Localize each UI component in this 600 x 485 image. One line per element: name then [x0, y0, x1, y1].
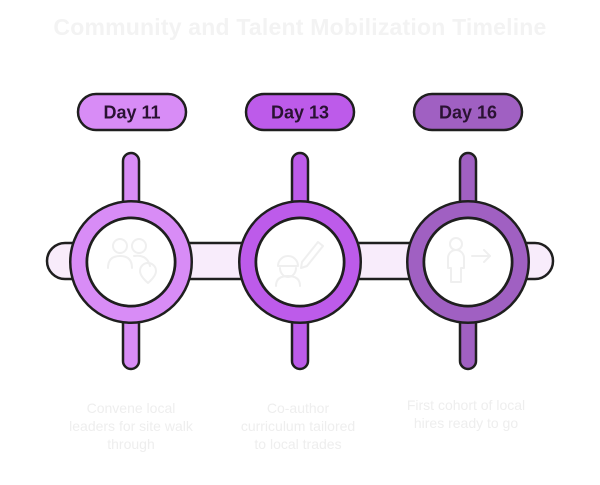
description-line: hires ready to go: [413, 415, 519, 431]
milestone-ring: [408, 202, 528, 322]
person-arrow-icon: [447, 237, 491, 283]
milestone-day-16: Day 16: [406, 92, 530, 371]
day-label: Day 11: [103, 103, 160, 123]
people-location-icon: [107, 238, 157, 284]
milestone-day-11: Day 11: [69, 92, 193, 371]
milestone-description: Convene local leaders for site walk thro…: [51, 399, 211, 453]
day-label: Day 16: [439, 103, 497, 123]
milestone-ring: [240, 202, 360, 322]
description-line: First cohort of local: [406, 397, 526, 413]
description-line: Co-author: [266, 400, 330, 416]
description-line: leaders for site walk: [69, 418, 193, 434]
milestone-ring: [71, 202, 191, 322]
milestone-center: [422, 216, 514, 308]
day-pill: [76, 92, 188, 132]
milestone-day-13: Day 13: [238, 92, 362, 371]
milestone-description: First cohort of local hires ready to go: [386, 396, 546, 432]
page-title: Community and Talent Mobilization Timeli…: [53, 14, 547, 40]
milestone-center: [254, 216, 346, 308]
milestone-description: Co-author curriculum tailored to local t…: [218, 399, 378, 453]
worker-pencil-icon: [275, 241, 324, 287]
description-line: through: [107, 436, 155, 452]
day-label: Day 13: [271, 103, 329, 123]
description-line: curriculum tailored: [240, 418, 356, 434]
day-pill: [244, 92, 356, 132]
description-line: to local trades: [254, 436, 342, 452]
description-line: Convene local: [86, 400, 176, 416]
day-pill: [412, 92, 524, 132]
